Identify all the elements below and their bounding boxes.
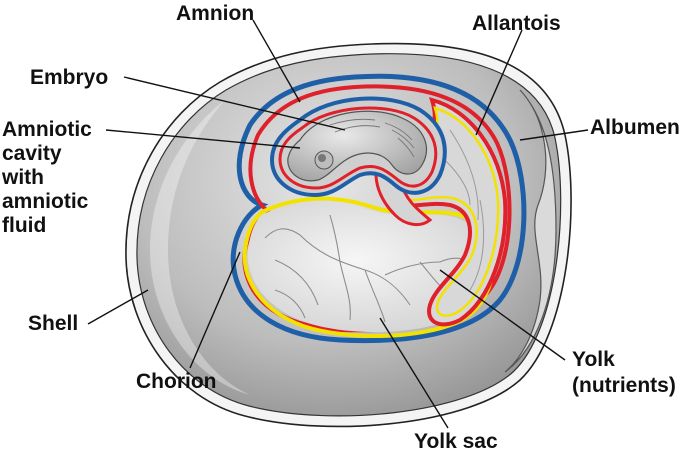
- label-chorion: Chorion: [136, 370, 216, 393]
- label-amniotic-cavity-line-3: with: [1, 166, 44, 189]
- leader-albumen: [519, 129, 589, 141]
- label-yolk-line-2: (nutrients): [572, 374, 676, 397]
- shell-highlight: [150, 100, 250, 395]
- allantois-vessels: [444, 129, 485, 291]
- label-amniotic-cavity-line-5: fluid: [2, 214, 46, 237]
- chorion-membrane: [230, 73, 527, 344]
- embryo: [287, 110, 427, 182]
- leader-allantois: [475, 29, 523, 136]
- label-amniotic-cavity-line-2: cavity: [2, 142, 62, 165]
- amnion-outer: [242, 84, 512, 333]
- yolk-mass: [247, 201, 489, 333]
- label-albumen: Albumen: [590, 116, 680, 139]
- leader-amnion: [252, 19, 301, 103]
- label-amniotic-cavity-line-4: amniotic: [2, 190, 89, 213]
- leader-yolk: [439, 269, 566, 361]
- label-allantois: Allantois: [472, 12, 561, 35]
- label-amnion: Amnion: [176, 2, 254, 25]
- label-yolk: Yolk (nutrients): [572, 348, 676, 397]
- air-cell: [504, 89, 557, 373]
- amnion-inner: [278, 106, 438, 190]
- leader-embryo: [123, 76, 346, 131]
- label-amniotic-cavity: Amniotic cavity with amniotic fluid: [1, 118, 92, 237]
- leader-yolk-sac: [379, 317, 449, 429]
- label-amniotic-cavity-line-1: Amniotic: [2, 118, 92, 141]
- label-shell: Shell: [28, 312, 78, 335]
- yolk-blood-vessels: [264, 214, 479, 323]
- label-embryo: Embryo: [30, 66, 108, 89]
- leader-lines: [87, 19, 589, 429]
- leader-chorion: [189, 251, 241, 369]
- label-yolk-sac: Yolk sac: [414, 430, 498, 453]
- label-yolk-line-1: Yolk: [572, 348, 615, 371]
- leader-shell: [87, 289, 149, 325]
- leader-amniotic-cavity: [105, 129, 301, 149]
